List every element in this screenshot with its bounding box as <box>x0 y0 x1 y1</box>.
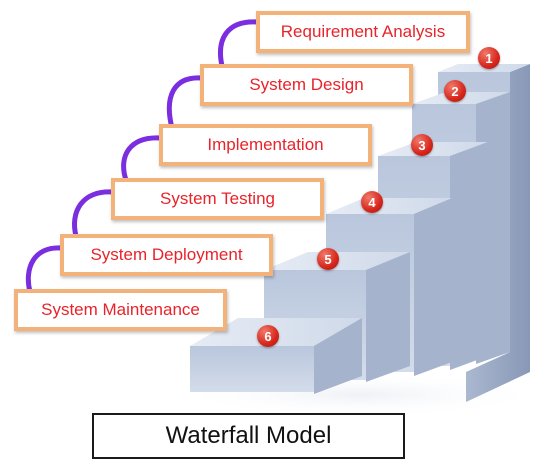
step-number-badge: 5 <box>317 248 339 270</box>
step-4-tread <box>326 198 452 214</box>
phase-label: Requirement Analysis <box>280 22 446 41</box>
step-6-side <box>314 318 362 394</box>
step-5-side <box>366 252 410 382</box>
phase-label: System Testing <box>160 189 275 208</box>
phase-label: System Deployment <box>90 245 243 264</box>
step-3-side <box>450 142 488 370</box>
step-number-badge: 4 <box>361 191 383 213</box>
phase-label: Implementation <box>207 135 324 154</box>
connector-5-6 <box>25 245 65 295</box>
phase-box-implementation: Implementation <box>159 124 372 166</box>
diagram-title: Waterfall Model <box>165 422 332 449</box>
connector-2-3 <box>166 75 205 131</box>
connector-3-4 <box>121 135 164 183</box>
connector-1-2 <box>218 19 261 69</box>
phase-label: System Maintenance <box>41 300 200 319</box>
phase-label: System Design <box>249 75 364 94</box>
phase-box-system-design: System Design <box>200 64 413 106</box>
step-4-side <box>414 198 452 376</box>
step-6-riser <box>190 346 314 392</box>
phase-box-system-testing: System Testing <box>111 178 324 220</box>
phase-box-requirement-analysis: Requirement Analysis <box>256 11 470 53</box>
step-number-badge: 6 <box>257 325 279 347</box>
connector-4-5 <box>72 189 116 239</box>
phase-box-system-maintenance: System Maintenance <box>14 289 227 331</box>
stair-side-wall <box>466 64 530 402</box>
diagram-title-box: Waterfall Model <box>92 413 405 459</box>
step-number-badge: 2 <box>444 80 466 102</box>
step-number-badge: 1 <box>478 47 500 69</box>
phase-box-system-deployment: System Deployment <box>60 234 273 276</box>
step-number-badge: 3 <box>411 134 433 156</box>
step-3-tread <box>378 142 488 156</box>
